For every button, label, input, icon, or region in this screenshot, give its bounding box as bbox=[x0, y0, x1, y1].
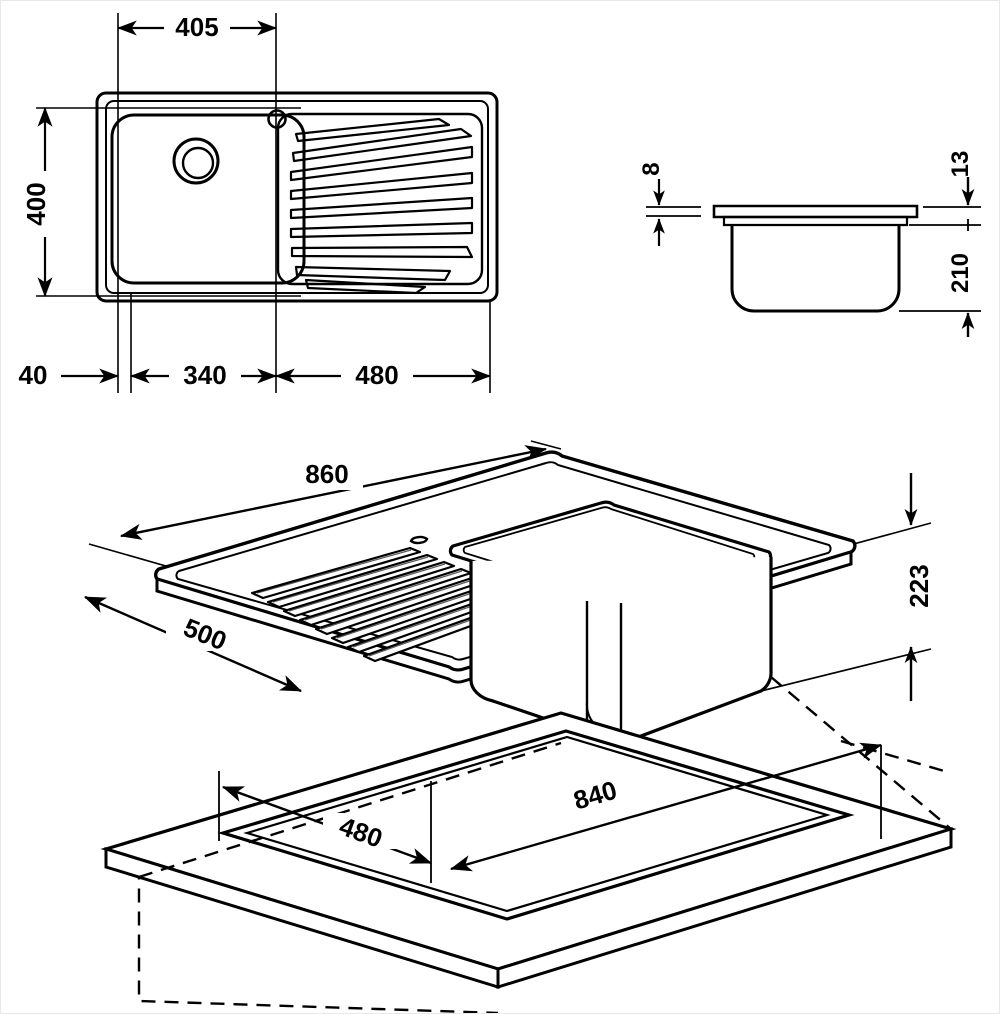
plan-drainer-area bbox=[276, 112, 484, 286]
iso-dim-860-label: 860 bbox=[305, 459, 348, 489]
section-bowl bbox=[730, 225, 901, 313]
plan-drainer-grooves bbox=[289, 117, 474, 295]
iso-dim-223-label: 223 bbox=[904, 564, 934, 607]
plan-sink-rim-inner bbox=[105, 100, 489, 294]
plan-view: 405 400 bbox=[7, 12, 499, 393]
section-dim-210-label: 210 bbox=[947, 253, 974, 293]
plan-dim-400: 400 bbox=[21, 107, 60, 297]
plan-sink-rim bbox=[95, 91, 499, 303]
iso-dim-480: 480 bbox=[218, 771, 433, 883]
iso-sink-rim-edge bbox=[155, 549, 853, 684]
plan-tap-hole bbox=[267, 109, 287, 129]
plan-dim-400-label: 400 bbox=[21, 182, 51, 225]
section-view: 8 13 210 bbox=[638, 151, 981, 337]
plan-extension-lines bbox=[36, 13, 491, 393]
section-dim-8-label: 8 bbox=[638, 162, 665, 175]
plan-dim-480-label: 480 bbox=[355, 360, 398, 390]
plan-dim-405: 405 bbox=[117, 12, 277, 43]
iso-dim-500: 500 bbox=[84, 595, 302, 693]
section-rim bbox=[712, 204, 919, 219]
iso-dim-840: 840 bbox=[449, 742, 883, 872]
isometric-view: 860 500 223 bbox=[84, 440, 957, 1013]
iso-tap-hole bbox=[409, 535, 429, 545]
iso-sink-rim-bead bbox=[175, 461, 832, 661]
section-dim-8: 8 bbox=[638, 162, 701, 246]
plan-bowl bbox=[110, 113, 306, 285]
section-dim-13-210: 13 210 bbox=[899, 151, 981, 337]
section-dim-13-label: 13 bbox=[947, 151, 974, 178]
plan-dim-340-label: 340 bbox=[183, 360, 226, 390]
section-rim-step bbox=[722, 215, 909, 227]
plan-drain-hole bbox=[172, 137, 220, 185]
plan-bottom-dimensions: 40 340 480 bbox=[7, 359, 491, 391]
iso-dim-223: 223 bbox=[760, 473, 934, 701]
plan-dim-40-label: 40 bbox=[19, 360, 48, 390]
plan-dim-405-label: 405 bbox=[175, 12, 218, 42]
